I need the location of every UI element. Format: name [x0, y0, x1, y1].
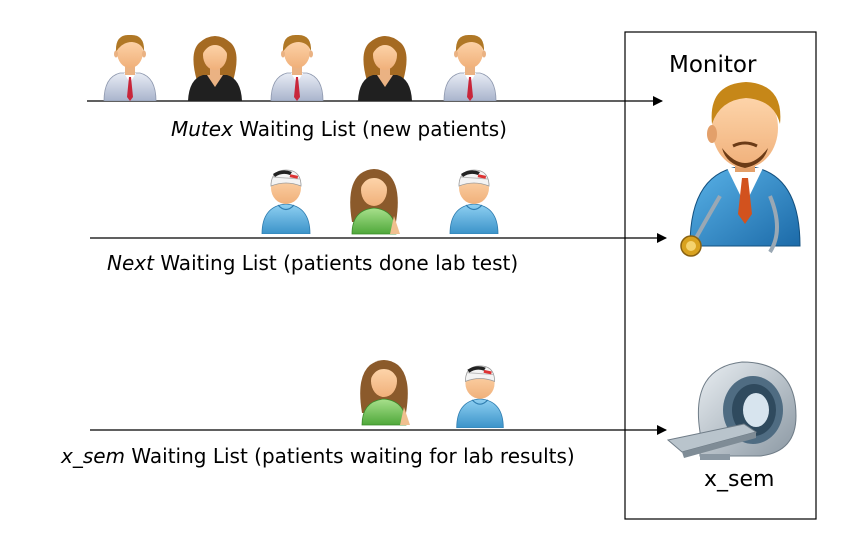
- green-patient-icon: [349, 168, 401, 235]
- mutex-queue-label: Mutex Waiting List (new patients): [171, 119, 507, 139]
- green-patient-icon: [359, 359, 411, 426]
- next-queue-description: Waiting List (patients done lab test): [160, 251, 519, 275]
- man-icon: [103, 34, 157, 101]
- bandaged-patient-icon: [261, 169, 311, 234]
- next-queue-label: Next Waiting List (patients done lab tes…: [107, 253, 518, 273]
- next-patients: [261, 168, 499, 235]
- mri-scanner-icon: [666, 361, 797, 460]
- man-icon: [270, 34, 324, 101]
- xsem-queue-label: x_sem Waiting List (patients waiting for…: [61, 446, 575, 466]
- mutex-patients: [103, 34, 497, 101]
- xsem-resource-label: x_sem: [704, 467, 775, 492]
- bandaged-patient-icon: [456, 365, 504, 428]
- monitor-frame: [624, 31, 817, 520]
- mutex-queue-description: Waiting List (new patients): [239, 117, 507, 141]
- xsem-patients: [359, 359, 504, 428]
- man-icon: [443, 34, 497, 101]
- xsem-queue-name: x_sem: [61, 444, 126, 468]
- doctor-icon: [680, 82, 801, 257]
- woman-icon: [188, 36, 242, 101]
- mutex-queue-name: Mutex: [171, 117, 233, 141]
- xsem-queue-description: Waiting List (patients waiting for lab r…: [131, 444, 575, 468]
- next-queue-name: Next: [107, 251, 154, 275]
- monitor-title: Monitor: [669, 52, 757, 78]
- woman-icon: [358, 36, 412, 101]
- bandaged-patient-icon: [449, 169, 499, 234]
